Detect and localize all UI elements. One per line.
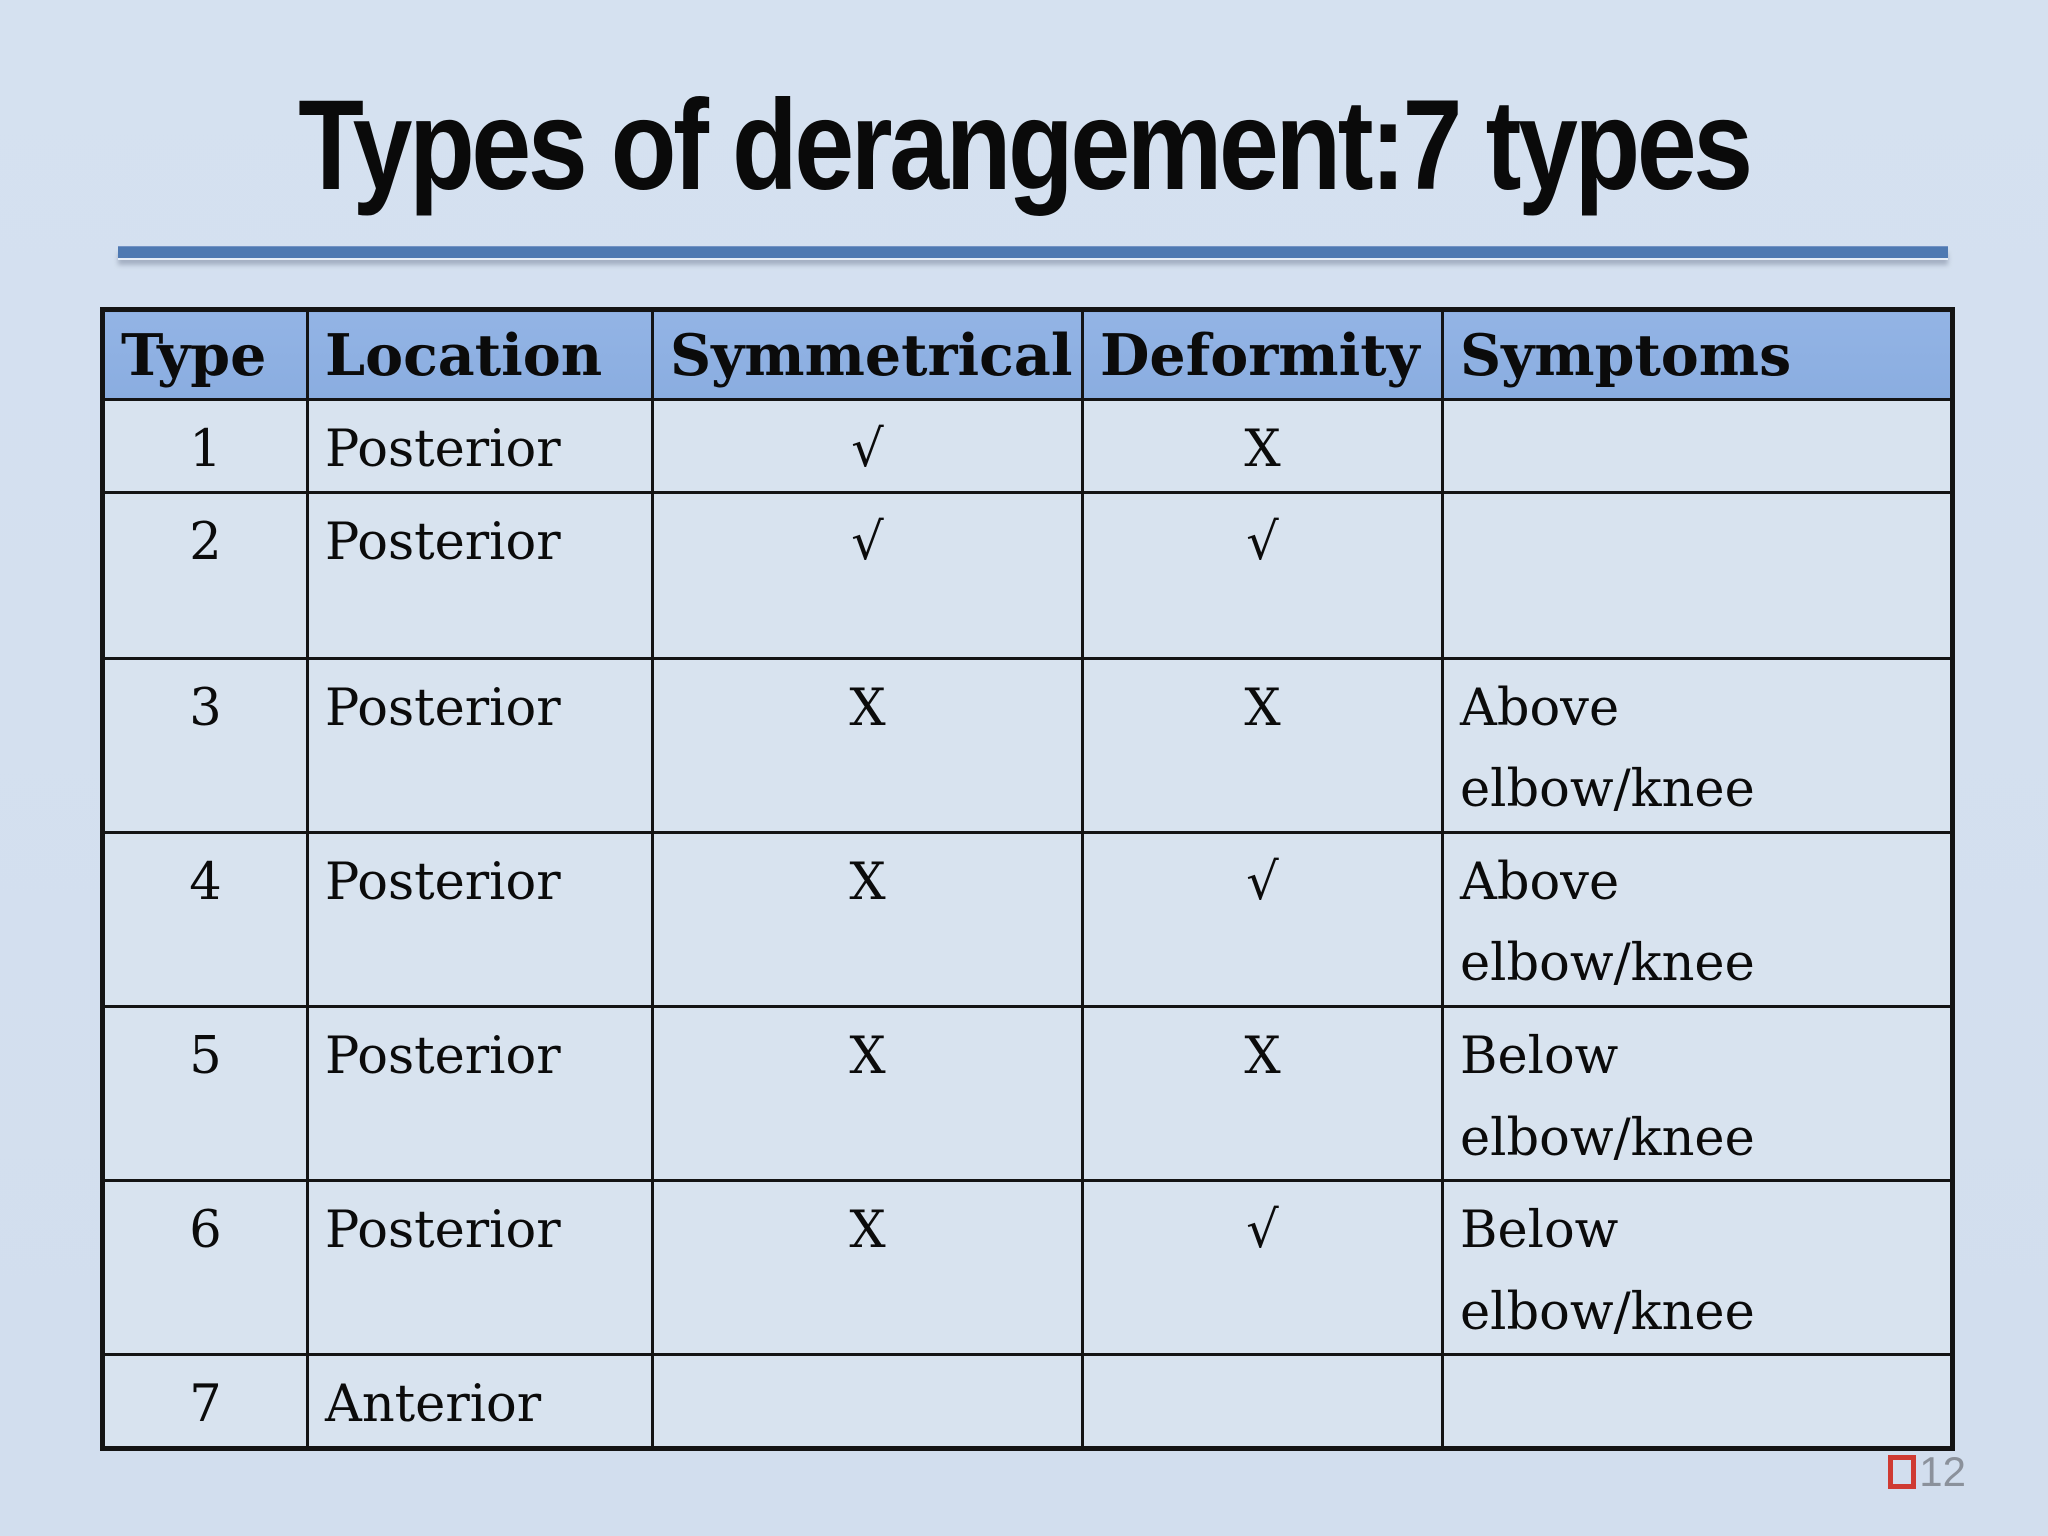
table-row: 5 Posterior X X Below elbow/knee (101, 1004, 1954, 1183)
cell-text-type: 4 (189, 852, 222, 912)
cell-location: Posterior (306, 1179, 654, 1357)
cell-text-deformity: X (1244, 420, 1281, 479)
cell-location: Anterior (306, 1353, 654, 1450)
column-header-symmetrical: Symmetrical (651, 308, 1084, 401)
cell-type: 5 (101, 1004, 309, 1183)
cell-symmetrical (651, 1353, 1084, 1450)
cell-deformity: √ (1081, 490, 1444, 660)
cell-text-symmetrical: √ (851, 420, 884, 479)
cell-text-location: Posterior (325, 852, 561, 912)
cell-symptoms: Below elbow/knee (1441, 1004, 1954, 1183)
table-row: 6 Posterior X √ Below elbow/knee (101, 1179, 1954, 1357)
cell-text-location: Posterior (325, 1201, 561, 1261)
table-row: 2 Posterior √ √ (101, 490, 1954, 660)
column-header-symptoms: Symptoms (1441, 308, 1954, 401)
cell-symptoms: Below elbow/knee (1441, 1179, 1954, 1357)
cell-text-symmetrical: X (849, 1201, 886, 1261)
cell-text-type: 6 (189, 1201, 222, 1261)
cell-text-symmetrical: X (849, 852, 886, 912)
cell-type: 2 (101, 490, 309, 660)
cell-text-symmetrical: √ (851, 512, 884, 572)
cell-symmetrical: √ (651, 398, 1084, 494)
cell-type: 1 (101, 398, 309, 494)
cell-location: Posterior (306, 830, 654, 1008)
red-square-icon (1888, 1455, 1917, 1489)
cell-symmetrical: X (651, 656, 1084, 834)
cell-symptoms (1441, 490, 1954, 660)
cell-type: 3 (101, 656, 309, 834)
cell-location: Posterior (306, 490, 654, 660)
cell-symmetrical: X (651, 830, 1084, 1008)
cell-text-type: 1 (189, 420, 222, 479)
cell-text-symptoms: Below elbow/knee (1460, 1026, 1755, 1168)
cell-text-type: 2 (189, 512, 222, 572)
cell-text-deformity: √ (1246, 1201, 1279, 1261)
cell-deformity: √ (1081, 830, 1444, 1008)
cell-text-type: 3 (189, 678, 222, 738)
cell-text-location: Anterior (325, 1375, 542, 1435)
page-title: Types of derangement:7 types (298, 74, 1753, 217)
cell-text-location: Posterior (325, 678, 561, 738)
cell-text-location: Posterior (325, 420, 561, 479)
column-header-deformity: Deformity (1081, 308, 1444, 401)
cell-text-symptoms: Below elbow/knee (1460, 1201, 1755, 1342)
cell-text-symptoms: Above elbow/knee (1460, 678, 1755, 820)
cell-text-type: 7 (189, 1375, 222, 1435)
cell-deformity: √ (1081, 1179, 1444, 1357)
cell-symptoms (1441, 398, 1954, 494)
cell-text-deformity: √ (1246, 512, 1279, 572)
cell-type: 4 (101, 830, 309, 1008)
column-header-location: Location (306, 308, 654, 401)
cell-type: 6 (101, 1179, 309, 1357)
cell-text-location: Posterior (325, 512, 561, 572)
cell-type: 7 (101, 1353, 309, 1450)
cell-deformity (1081, 1353, 1444, 1450)
cell-text-deformity: X (1244, 1026, 1281, 1086)
table-row: 7 Anterior (101, 1353, 1954, 1450)
cell-location: Posterior (306, 398, 654, 494)
table-row: 4 Posterior X √ Above elbow/knee (101, 830, 1954, 1008)
cell-symmetrical: X (651, 1004, 1084, 1183)
cell-symmetrical: X (651, 1179, 1084, 1357)
cell-deformity: X (1081, 1004, 1444, 1183)
title-underline-rule (118, 246, 1948, 258)
column-header-type: Type (101, 308, 309, 401)
cell-deformity: X (1081, 398, 1444, 494)
cell-text-deformity: √ (1246, 852, 1279, 912)
table-row: 3 Posterior X X Above elbow/knee (101, 656, 1954, 834)
derangement-types-table: Type Location Symmetrical Deformity Symp… (100, 307, 1955, 1451)
cell-text-deformity: X (1244, 678, 1281, 738)
cell-text-symmetrical: X (849, 678, 886, 738)
cell-symptoms: Above elbow/knee (1441, 656, 1954, 834)
cell-symptoms: Above elbow/knee (1441, 830, 1954, 1008)
cell-deformity: X (1081, 656, 1444, 834)
slide-number: 12 (1888, 1448, 1966, 1496)
cell-symmetrical: √ (651, 490, 1084, 660)
cell-symptoms (1441, 1353, 1954, 1450)
cell-text-type: 5 (189, 1026, 222, 1086)
cell-text-location: Posterior (325, 1026, 561, 1086)
cell-location: Posterior (306, 1004, 654, 1183)
table-row: 1 Posterior √ X (101, 398, 1954, 494)
cell-location: Posterior (306, 656, 654, 834)
slide-number-text: 12 (1919, 1448, 1966, 1495)
table-header-row: Type Location Symmetrical Deformity Symp… (101, 308, 1954, 401)
cell-text-symptoms: Above elbow/knee (1460, 852, 1755, 994)
cell-text-symmetrical: X (849, 1026, 886, 1086)
